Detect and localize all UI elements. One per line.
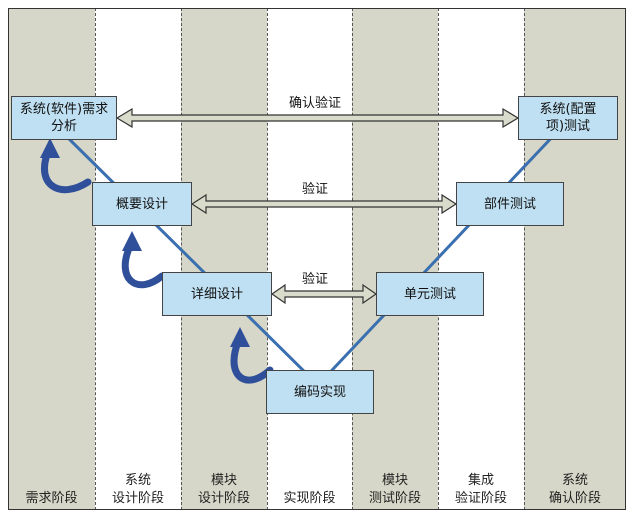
box-implementation: 编码实现 — [266, 370, 374, 414]
diagram-frame — [8, 8, 626, 510]
box-integration-test: 部件测试 — [456, 182, 564, 226]
phase-label: 实现阶段 — [283, 491, 336, 506]
curl-arrow-icon — [121, 231, 166, 289]
phase-column-system-design — [95, 8, 181, 510]
phase-column-requirements — [8, 8, 95, 510]
column-divider — [95, 8, 96, 510]
box-system-test: 系统(配置 项)测试 — [518, 96, 618, 140]
phase-column-module-design — [181, 8, 267, 510]
column-divider — [524, 8, 525, 510]
connection-label-bottom: 验证 — [301, 272, 328, 287]
box-system-design: 概要设计 — [92, 182, 192, 226]
v-line-right — [316, 131, 558, 387]
phase-column-integration — [438, 8, 524, 510]
phase-label: 集成 验证阶段 — [454, 473, 507, 506]
phase-label: 模块 测试阶段 — [368, 473, 421, 506]
box-unit-test: 单元测试 — [376, 272, 484, 316]
curl-arrow-icon — [40, 138, 92, 194]
phase-column-system-confirm — [524, 8, 626, 510]
connection-label-top: 确认验证 — [288, 96, 341, 111]
phase-label: 模块 设计阶段 — [197, 473, 250, 506]
phase-label: 系统 确认阶段 — [548, 473, 601, 506]
phase-label: 系统 设计阶段 — [111, 473, 164, 506]
double-arrow-middle — [190, 193, 458, 215]
phase-column-implementation — [267, 8, 352, 510]
phase-label: 需求阶段 — [25, 491, 78, 506]
v-line-left — [58, 128, 320, 387]
double-arrow-bottom — [270, 283, 378, 305]
column-divider — [352, 8, 353, 510]
box-module-design: 详细设计 — [162, 272, 272, 316]
column-divider — [181, 8, 182, 510]
connection-label-middle: 验证 — [301, 182, 328, 197]
double-arrow-top — [115, 107, 520, 129]
phase-column-module-test — [352, 8, 438, 510]
curl-arrow-icon — [230, 327, 274, 384]
column-divider — [267, 8, 268, 510]
box-requirements-analysis: 系统(软件)需求 分析 — [11, 96, 117, 140]
